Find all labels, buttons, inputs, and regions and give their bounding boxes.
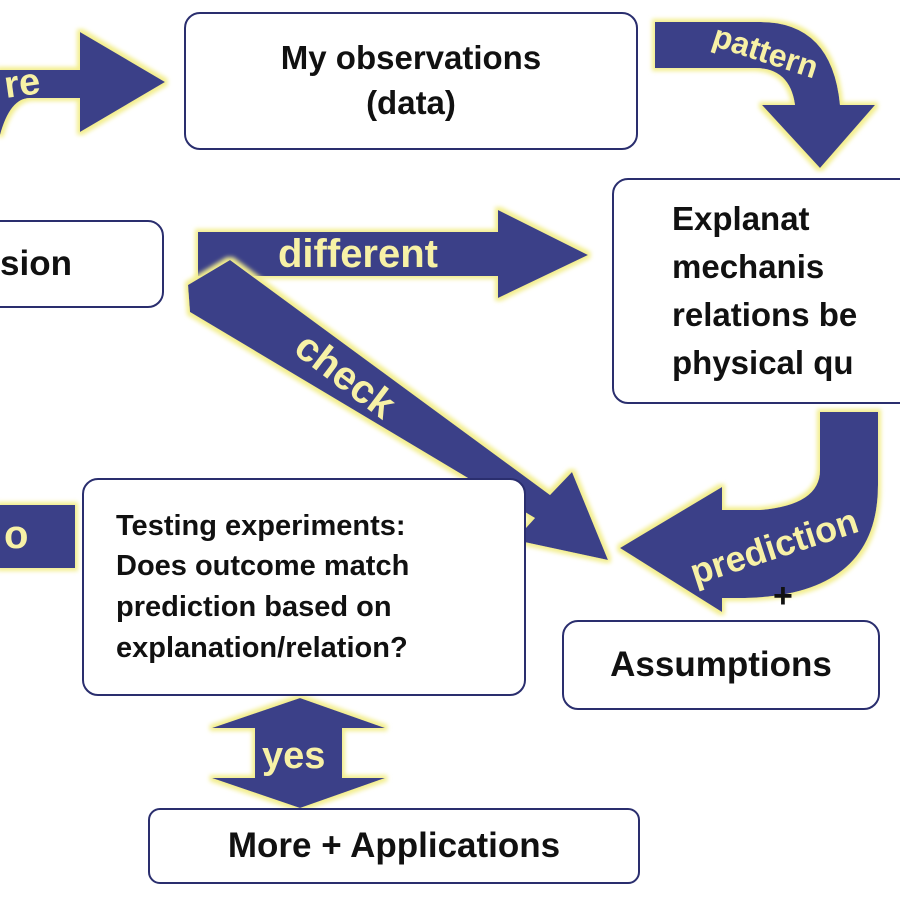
arrow-no [0,505,75,568]
observations-box: My observations (data) [184,12,638,150]
assumptions-text: Assumptions [610,645,832,684]
plus-sign: + [773,577,793,615]
arrow-top-left-label: re [1,60,42,107]
arrow-yes [212,698,385,808]
arrow-yes-label: yes [262,735,325,777]
arrow-no-label: o [4,513,28,557]
arrow-different [198,210,588,298]
arrow-different-label: different [278,232,438,276]
revision-box: sion [0,220,164,308]
arrow-prediction [620,412,878,612]
testing-text: Testing experiments: Does outcome match … [116,509,410,664]
applications-text: More + Applications [227,826,561,865]
explanation-text: Explanat mechanis relations be physical … [672,200,858,381]
arrow-pattern [655,22,875,168]
arrow-top-left [0,32,165,135]
explanation-box: Explanat mechanis relations be physical … [612,178,900,404]
applications-box: More + Applications [148,808,640,884]
observations-text: My observations (data) [280,39,542,121]
assumptions-box: Assumptions [562,620,880,710]
revision-text: sion [0,244,72,283]
testing-box: Testing experiments: Does outcome match … [82,478,526,696]
